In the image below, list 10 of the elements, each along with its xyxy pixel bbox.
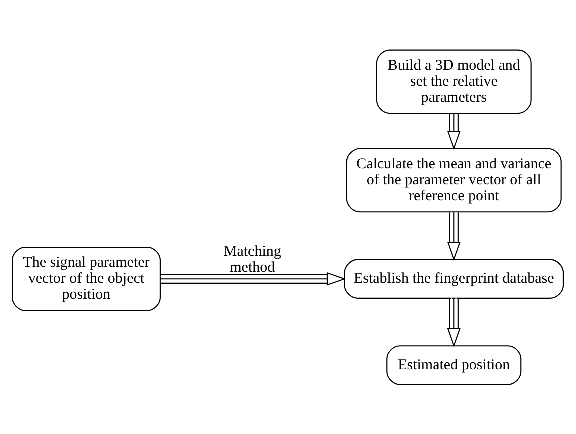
node-box: Establish the fingerprint database [344,258,564,298]
node-box: Build a 3D model and set the relative parameters [376,49,532,114]
node-box: Estimated position [386,345,522,385]
arrow [447,298,461,348]
node-box: The signal parameter vector of the object position [12,246,161,311]
node-box: Calculate the mean and variance of the parameter vector of all reference point [346,148,562,212]
edge-label: Matching method [224,243,282,276]
arrow [447,114,461,150]
arrow [160,272,346,286]
arrow [447,212,461,261]
